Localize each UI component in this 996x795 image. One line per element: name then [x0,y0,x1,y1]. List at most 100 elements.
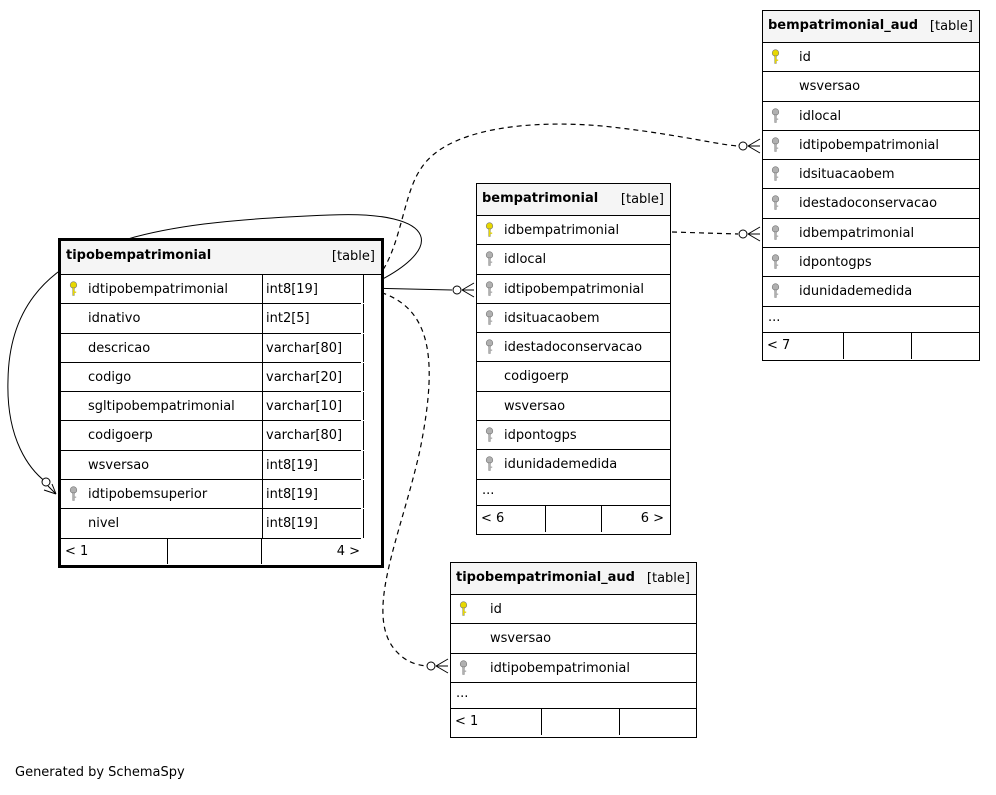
table-row[interactable]: idestadoconservacao [477,333,670,363]
footer-parents-count: < 1 [65,543,89,559]
footer-parents-count: < 6 [481,510,505,526]
primary-key-icon [771,49,780,65]
more-columns: ... [477,480,670,506]
column-name: wsversao [88,457,150,473]
table-row[interactable]: wsversao [477,392,670,422]
table-bempatrimonial[interactable]: bempatrimonial [table] idbempatrimonial i… [476,183,671,535]
table-row[interactable]: idbempatrimonial [763,219,979,249]
primary-key-icon [459,601,468,617]
column-name: idpontogps [799,255,872,271]
table-row[interactable]: idtipobempatrimonial [763,131,979,161]
foreign-key-icon [485,456,494,472]
column-name: idtipobemsuperior [88,487,208,503]
table-header: tipobempatrimonial_aud [table] [451,563,696,595]
more-columns: ... [763,307,979,333]
column-type: varchar[10] [262,392,364,421]
table-row[interactable]: idestadoconservacao [763,189,979,219]
foreign-key-icon [771,283,780,299]
foreign-key-icon [485,427,494,443]
table-row[interactable]: wsversao int8[19] [61,450,364,481]
table-kind: [table] [646,571,690,586]
self-reference-optional-marker [41,477,51,487]
table-name: tipobempatrimonial_aud [456,570,635,585]
table-name: bempatrimonial_aud [768,18,919,33]
column-name: idnativo [88,311,141,327]
foreign-key-icon [485,251,494,267]
table-row[interactable]: sgltipobempatrimonial varchar[10] [61,392,364,422]
table-row[interactable]: id [451,595,696,625]
column-name: idsituacaobem [799,167,895,183]
table-row[interactable]: codigoerp varchar[80] [61,421,364,451]
table-row[interactable]: idtipobempatrimonial [477,275,670,304]
column-name: idlocal [799,108,842,124]
table-row[interactable]: id [763,43,979,73]
more-columns: ... [451,683,696,709]
table-row[interactable]: wsversao [451,624,696,654]
column-name: idunidademedida [799,284,913,300]
table-footer: < 7 [763,332,979,359]
table-kind: [table] [620,192,664,207]
column-type: varchar[80] [262,421,364,450]
column-name: idtipobempatrimonial [799,137,940,153]
fk-crowfoot-tipobempatrimonial-aud [435,658,449,674]
table-tipobempatrimonial[interactable]: tipobempatrimonial [table] idtipobempatr… [58,238,384,568]
fk-optional-marker-tipobempatrimonial-aud [426,661,436,671]
foreign-key-icon [771,195,780,211]
table-name: bempatrimonial [482,191,599,206]
foreign-key-icon [771,107,780,124]
table-row[interactable]: idpontogps [763,248,979,278]
column-type: int8[19] [262,509,364,538]
column-type: int8[19] [262,275,364,304]
column-name: codigoerp [88,428,153,444]
fk-optional-marker-bempatrimonial-aud-idtipo [738,141,748,151]
table-row[interactable]: idbempatrimonial [477,216,670,246]
table-row[interactable]: codigoerp [477,362,670,392]
column-name: idlocal [504,252,547,268]
column-type: int2[5] [262,304,364,333]
table-tipobempatrimonial-aud[interactable]: tipobempatrimonial_aud [table] id wsversa… [450,562,697,738]
table-row[interactable]: idlocal [763,102,979,131]
table-row[interactable]: idnativo int2[5] [61,304,364,334]
foreign-key-icon [485,339,494,355]
table-row[interactable]: idsituacaobem [763,160,979,190]
footer-parents-count: < 7 [767,337,791,353]
table-header: tipobempatrimonial [table] [61,241,381,275]
foreign-key-icon [485,280,494,297]
table-row[interactable]: idlocal [477,245,670,275]
table-footer: < 1 4 > [61,538,381,564]
table-name: tipobempatrimonial [66,248,212,263]
table-row[interactable]: idtipobemsuperior int8[19] [61,480,364,510]
table-row[interactable]: idunidademedida [763,277,979,307]
footer-children-count: 6 > [640,510,664,526]
table-row[interactable]: idunidademedida [477,450,670,480]
foreign-key-icon [459,659,468,676]
table-bempatrimonial-aud[interactable]: bempatrimonial_aud [table] id wsversao idl… [762,10,980,361]
fk-line-bempatrimonial-aud-idbem [671,231,739,235]
table-row[interactable]: idpontogps [477,421,670,451]
column-type: int8[19] [262,450,364,480]
column-type: varchar[80] [262,333,364,362]
column-name: wsversao [799,79,861,95]
table-row[interactable]: wsversao [763,72,979,102]
table-footer: < 6 6 > [477,505,670,532]
fk-crowfoot-bempatrimonial-aud-idbem [747,226,761,242]
footer-children-count: 4 > [336,543,360,559]
table-row[interactable]: idtipobempatrimonial [451,654,696,683]
table-header: bempatrimonial_aud [table] [763,11,979,43]
foreign-key-icon [69,486,78,502]
column-name: idsituacaobem [504,310,600,326]
column-name: id [490,602,502,617]
column-type: int8[19] [262,480,364,509]
table-row[interactable]: idsituacaobem [477,304,670,334]
column-name: sgltipobempatrimonial [88,399,235,415]
footer-parents-count: < 1 [455,713,479,729]
column-list: id wsversao idlocal idtipobempatrimonial ids… [763,43,979,307]
fk-optional-marker-bempatrimonial-aud-idbem [738,229,748,239]
self-reference-crowfoot [43,483,57,495]
column-name: idtipobempatrimonial [504,281,645,297]
